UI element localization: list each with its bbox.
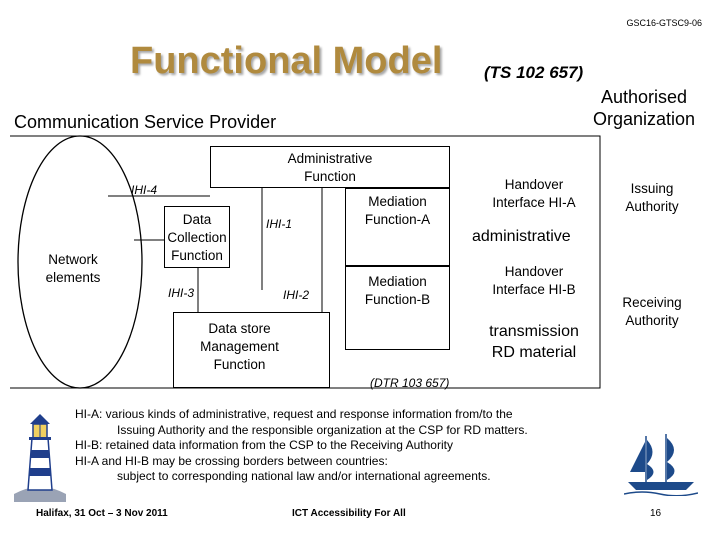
- receiving-line2: Authority: [625, 313, 679, 328]
- network-line1: Network: [48, 252, 98, 267]
- admin-line2: Function: [304, 169, 356, 184]
- network-line2: elements: [45, 270, 101, 285]
- note-line: HI-A: various kinds of administrative, r…: [75, 407, 513, 421]
- authorised-org-line2: Organization: [592, 109, 696, 129]
- ihi2-label: IHI-2: [283, 288, 310, 302]
- network-elements-label: Network elements: [38, 251, 108, 287]
- data-store-line3: Function: [213, 357, 266, 372]
- receiving-line1: Receiving: [622, 295, 682, 310]
- handover-b-line1: Handover: [504, 264, 564, 279]
- administrative-function-box: Administrative Function: [210, 146, 450, 188]
- note-line: HI-B: retained data information from the…: [75, 438, 453, 452]
- ihi4-label: IHI-4: [131, 183, 158, 197]
- issuing-line2: Authority: [625, 199, 679, 214]
- data-store-line1: Data store: [208, 321, 271, 336]
- data-store-line2: Management: [200, 339, 279, 354]
- admin-line1: Administrative: [287, 151, 373, 166]
- dtr-reference: (DTR 103 657): [370, 376, 450, 390]
- ihi3-label: IHI-3: [168, 286, 195, 300]
- authorised-org-line1: Authorised: [600, 87, 688, 107]
- csp-label: Communication Service Provider: [14, 112, 277, 132]
- mediation-b-line2: Function-B: [364, 292, 431, 307]
- handover-interface-a-label: Handover Interface HI-A: [470, 176, 598, 212]
- data-store-management-box: Data store Management Function: [173, 312, 330, 388]
- administrative-label: administrative: [472, 228, 571, 245]
- handover-a-line2: Interface HI-A: [492, 195, 576, 210]
- sailing-ship-icon: [624, 434, 698, 496]
- rd-material-line: RD material: [491, 344, 577, 361]
- lighthouse-icon: [14, 414, 66, 502]
- data-collection-line3: Function: [171, 248, 223, 263]
- ihi1-label: IHI-1: [266, 217, 293, 231]
- data-collection-line1: Data: [182, 212, 212, 227]
- network-ellipse: [17, 135, 143, 389]
- csp-border: [10, 135, 601, 389]
- mediation-function-b-box: Mediation Function-B: [345, 266, 450, 350]
- issuing-line1: Issuing: [630, 181, 674, 196]
- transmission-rd-material-label: transmission RD material: [472, 321, 596, 363]
- mediation-a-line2: Function-A: [364, 212, 431, 227]
- footer-title: ICT Accessibility For All: [292, 508, 406, 519]
- footer-location-date: Halifax, 31 Oct – 3 Nov 2011: [36, 508, 168, 519]
- data-collection-line2: Collection: [167, 230, 227, 245]
- transmission-line: transmission: [489, 323, 579, 340]
- handover-interface-b-label: Handover Interface HI-B: [470, 263, 598, 299]
- page-number: 16: [650, 508, 662, 519]
- mediation-b-line1: Mediation: [368, 274, 427, 289]
- mediation-a-line1: Mediation: [368, 194, 427, 209]
- issuing-authority-label: Issuing Authority: [612, 180, 692, 216]
- data-collection-function-box: Data Collection Function: [164, 206, 230, 268]
- authorised-organization-label: Authorised Organization: [582, 86, 706, 130]
- receiving-authority-label: Receiving Authority: [612, 294, 692, 330]
- notes-block: HI-A: various kinds of administrative, r…: [75, 407, 615, 485]
- note-line: HI-A and HI-B may be crossing borders be…: [75, 453, 388, 468]
- document-id: GSC16-GTSC9-06: [626, 18, 702, 28]
- note-line: Issuing Authority and the responsible or…: [117, 422, 528, 437]
- handover-a-line1: Handover: [504, 177, 564, 192]
- slide-title: Functional Model: [130, 40, 443, 82]
- handover-b-line2: Interface HI-B: [492, 282, 576, 297]
- ts-reference: (TS 102 657): [484, 63, 584, 82]
- mediation-function-a-box: Mediation Function-A: [345, 188, 450, 266]
- note-line: subject to corresponding national law an…: [117, 469, 491, 483]
